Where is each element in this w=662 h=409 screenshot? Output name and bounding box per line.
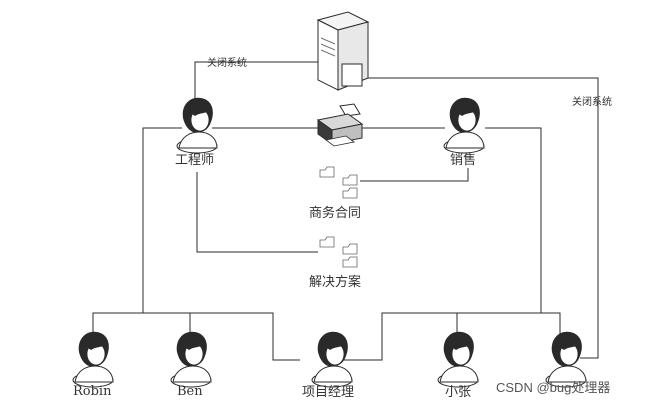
label-shutdown-right: 关闭系统 (572, 95, 612, 108)
folder-icon (319, 236, 358, 268)
label-project-manager: 项目经理 (302, 385, 354, 400)
label-robin: Robin (73, 384, 112, 399)
connector-lines (92, 61, 599, 361)
person-icon (437, 331, 479, 388)
watermark: CSDN @bug处理器 (496, 380, 610, 395)
label-shutdown-left: 关闭系统 (207, 56, 247, 69)
label-xiaozhang: 小张 (445, 385, 471, 400)
person-icon (176, 97, 218, 154)
folder-icon (319, 166, 358, 199)
server-icon (316, 11, 370, 91)
person-icon (443, 97, 485, 154)
label-ben: Ben (177, 384, 203, 399)
label-engineer: 工程师 (175, 153, 214, 168)
person-icon (311, 331, 353, 388)
person-icon (545, 331, 587, 388)
label-sales: 销售 (450, 152, 476, 168)
printer-icon (316, 103, 364, 147)
person-icon (170, 331, 212, 388)
label-solution: 解决方案 (309, 274, 361, 290)
person-icon (72, 331, 114, 388)
label-business-contract: 商务合同 (309, 205, 361, 221)
